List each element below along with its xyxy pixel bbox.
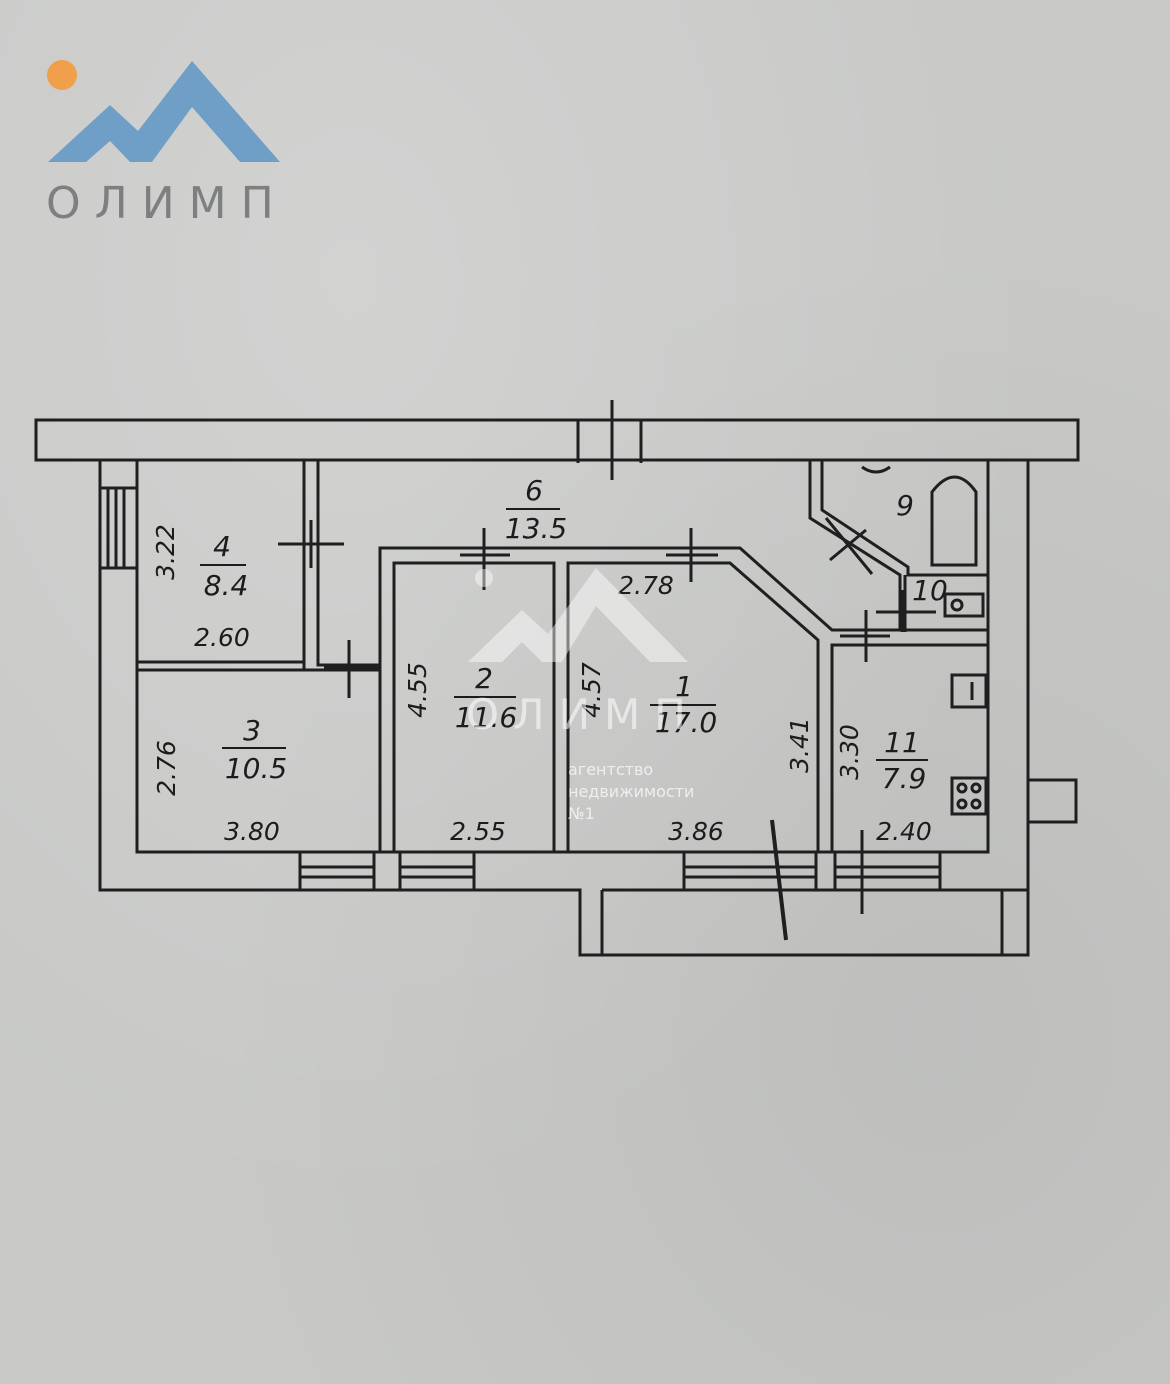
- kitchen-stove: [950, 776, 988, 816]
- logo-sun-icon: [47, 60, 77, 90]
- room1-width: 3.86: [668, 817, 724, 846]
- room4-height: 3.22: [151, 524, 180, 580]
- stove-burner-4: [970, 798, 982, 810]
- room9-number: 9: [896, 489, 914, 522]
- kitchen-sink: [950, 673, 988, 709]
- stove-burner-1: [956, 782, 968, 794]
- door-corridor: [324, 640, 380, 698]
- window-room3: [298, 852, 376, 890]
- window-room2: [398, 852, 476, 890]
- room6-number: 6: [525, 474, 543, 507]
- inner-outline: [135, 460, 990, 854]
- left-window-frame: [100, 486, 137, 570]
- room11-area: 7.9: [882, 762, 927, 795]
- window-room11: [833, 852, 942, 890]
- door-toilet: [876, 590, 936, 632]
- watermark-line-2: недвижимости: [568, 782, 695, 801]
- balcony: [600, 888, 1004, 955]
- watermark-line-1: агентство: [568, 760, 654, 779]
- door-bathroom: [824, 517, 874, 575]
- room11-width: 2.40: [876, 817, 932, 846]
- room6-area: 13.5: [505, 512, 567, 545]
- room11-walls: [830, 643, 988, 852]
- room2-height: 4.55: [403, 662, 432, 718]
- room11-number: 11: [884, 726, 920, 759]
- central-partition-outer: [378, 546, 900, 852]
- room3-area: 10.5: [225, 752, 287, 785]
- room4-area: 8.4: [204, 569, 249, 602]
- watermark-mountain-icon: [468, 568, 688, 662]
- watermark-text: ОЛИМП: [466, 690, 700, 739]
- washbasin: [861, 465, 891, 474]
- room1-width-top: 2.78: [618, 571, 674, 600]
- watermark-logo: [468, 568, 688, 662]
- bathroom-outer: [808, 460, 988, 632]
- room3-height: 2.76: [152, 740, 181, 796]
- stove-burner-2: [970, 782, 982, 794]
- room2-area: 11.6: [455, 701, 517, 734]
- room1-height-left: 4.57: [577, 662, 606, 718]
- door-room2: [460, 528, 510, 590]
- room1-height-right: 3.41: [785, 717, 814, 773]
- room1-number: 1: [675, 670, 693, 703]
- room3-number: 3: [243, 714, 261, 747]
- room4-number: 4: [213, 530, 231, 563]
- room2-width: 2.55: [450, 817, 506, 846]
- window-room1: [682, 852, 818, 890]
- room11-height: 3.30: [835, 724, 864, 780]
- outer-wall-outline: [98, 460, 1030, 957]
- top-window-frame: [576, 420, 643, 463]
- door-room1: [666, 528, 718, 582]
- central-partition-inner: [392, 561, 820, 852]
- logo-mountain-icon: [48, 61, 280, 162]
- olimp-logo: [47, 60, 280, 162]
- watermark-sun-icon: [475, 569, 493, 587]
- toilet-bowl: [950, 598, 964, 612]
- door-room4: [278, 520, 344, 568]
- room3-width: 3.80: [224, 817, 280, 846]
- room1-area: 17.0: [655, 706, 717, 739]
- right-outer-wall: [1002, 460, 1078, 957]
- toilet: [943, 592, 985, 618]
- room10-number: 10: [912, 574, 948, 607]
- bathtub: [930, 475, 978, 567]
- room2-number: 2: [475, 662, 493, 695]
- corridor-left-wall: [316, 460, 380, 667]
- room4-width: 2.60: [194, 623, 250, 652]
- top-wall: [34, 418, 1080, 462]
- bathroom-inner: [820, 460, 988, 577]
- stove-burner-3: [956, 798, 968, 810]
- pen-mark: [770, 819, 788, 941]
- watermark-line-3: №1: [568, 804, 595, 823]
- left-window: [106, 488, 126, 568]
- logo-text: ОЛИМП: [46, 178, 288, 229]
- door-kitchen: [840, 610, 890, 662]
